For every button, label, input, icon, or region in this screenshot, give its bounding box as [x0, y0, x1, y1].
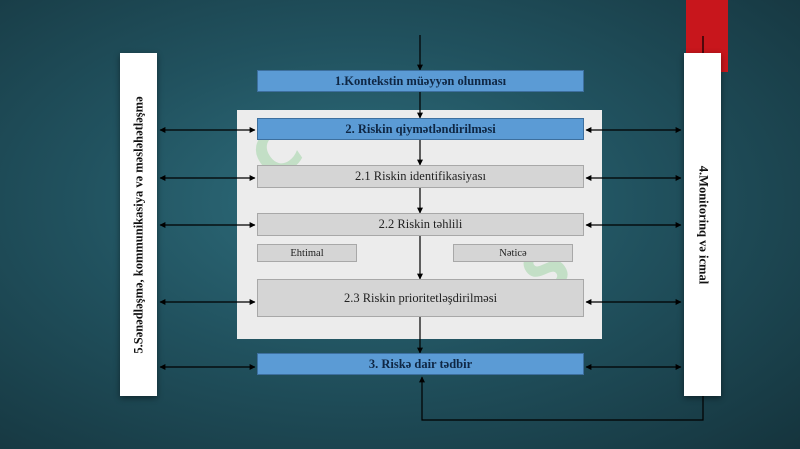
assessment-box: 2. Riskin qiymətləndirilməsi — [257, 118, 584, 140]
consequence-box: Nəticə — [453, 244, 573, 262]
communication-panel: 5.Sənədləşmə, kommunikasiya və məsləhətl… — [120, 53, 157, 396]
treatment-box: 3. Riskə dair tədbir — [257, 353, 584, 375]
monitoring-panel: 4.Monitorinq və icmal — [684, 53, 721, 396]
analysis-box: 2.2 Riskin təhlili — [257, 213, 584, 236]
context-box: 1.Kontekstin müəyyən olunması — [257, 70, 584, 92]
feedback-loop — [419, 376, 704, 421]
probability-box: Ehtimal — [257, 244, 357, 262]
prioritization-box: 2.3 Riskin prioritetləşdirilməsi — [257, 279, 584, 317]
identification-box: 2.1 Riskin identifikasiyası — [257, 165, 584, 188]
